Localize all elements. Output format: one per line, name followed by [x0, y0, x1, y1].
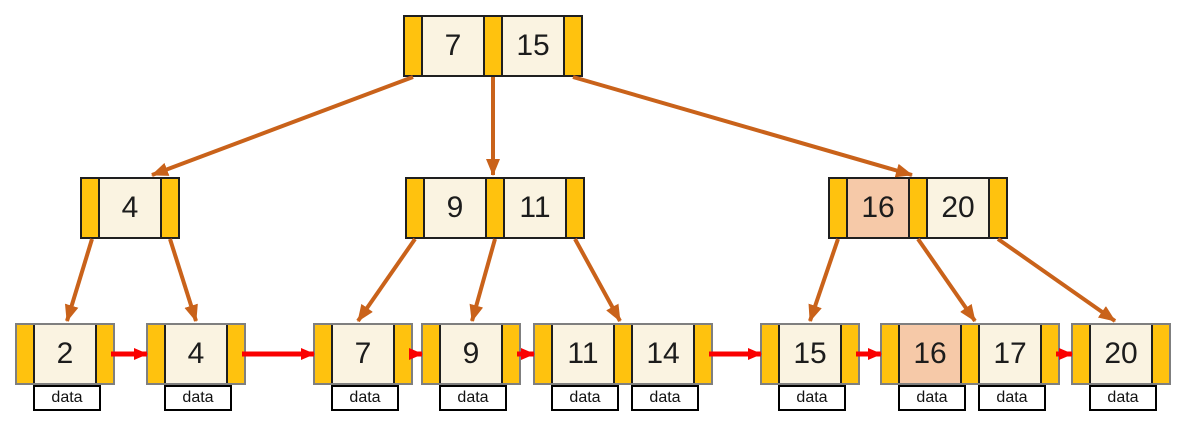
leaf-node-7: 7 data [313, 323, 413, 411]
key-cell-internal-11: 11 [503, 179, 567, 237]
data-pointer-box: data [778, 385, 846, 411]
tree-pointer-arrow-1620-to-leaf16-17 [916, 237, 977, 323]
data-pointer-box: data [978, 385, 1046, 411]
key-cell-leaf-7: 7 [331, 325, 395, 383]
data-pointer-box: data [331, 385, 399, 411]
leaf-node-16-17: 16 17 data data [880, 323, 1060, 411]
internal-node-16-20: 16 20 [828, 177, 1008, 239]
data-pointer-box: data [631, 385, 699, 411]
tree-pointer-arrow-911-to-leaf7 [356, 237, 417, 323]
key-cell-leaf-15: 15 [778, 325, 842, 383]
data-pointer-box: data [164, 385, 232, 411]
leaf-node-2: 2 data [15, 323, 115, 411]
data-pointer-box: data [551, 385, 619, 411]
key-cell-root-7: 7 [421, 17, 485, 75]
key-cell-internal-20: 20 [926, 179, 990, 237]
data-pointer-box: data [33, 385, 101, 411]
leaf-node-11-14: 11 14 data data [533, 323, 713, 411]
leaf-node-9: 9 data [421, 323, 521, 411]
internal-node-4: 4 [80, 177, 180, 239]
key-cell-leaf-17: 17 [978, 325, 1042, 383]
key-cell-leaf-9: 9 [439, 325, 503, 383]
tree-pointer-arrow-1620-to-leaf20 [996, 237, 1117, 323]
leaf-node-15: 15 data [760, 323, 860, 411]
key-cell-internal-9: 9 [423, 179, 487, 237]
data-pointer-box: data [1089, 385, 1157, 411]
tree-pointer-arrow-1620-to-leaf15 [808, 238, 840, 322]
key-cell-internal-16-highlighted: 16 [846, 179, 910, 237]
tree-pointer-arrow-911-to-leaf11-14 [573, 238, 622, 322]
key-cell-leaf-14: 14 [631, 325, 695, 383]
key-cell-internal-4: 4 [98, 179, 162, 237]
key-cell-root-15: 15 [501, 17, 565, 75]
tree-pointer-arrow-911-to-leaf9 [469, 238, 497, 322]
tree-pointer-arrow-4-to-leaf2 [64, 238, 94, 322]
tree-pointer-arrow-root-to-16-20 [572, 75, 913, 178]
data-pointer-box: data [898, 385, 966, 411]
tree-pointer-arrow-4-to-leaf4 [168, 238, 198, 322]
key-cell-leaf-11: 11 [551, 325, 615, 383]
key-cell-leaf-4: 4 [164, 325, 228, 383]
internal-node-9-11: 9 11 [405, 177, 585, 239]
tree-pointer-arrow-root-to-4 [151, 75, 414, 177]
key-cell-leaf-16-highlighted: 16 [898, 325, 962, 383]
root-node: 7 15 [403, 15, 583, 77]
key-cell-leaf-20: 20 [1089, 325, 1153, 383]
key-cell-leaf-2: 2 [33, 325, 97, 383]
leaf-node-4: 4 data [146, 323, 246, 411]
leaf-node-20: 20 data [1071, 323, 1171, 411]
data-pointer-box: data [439, 385, 507, 411]
